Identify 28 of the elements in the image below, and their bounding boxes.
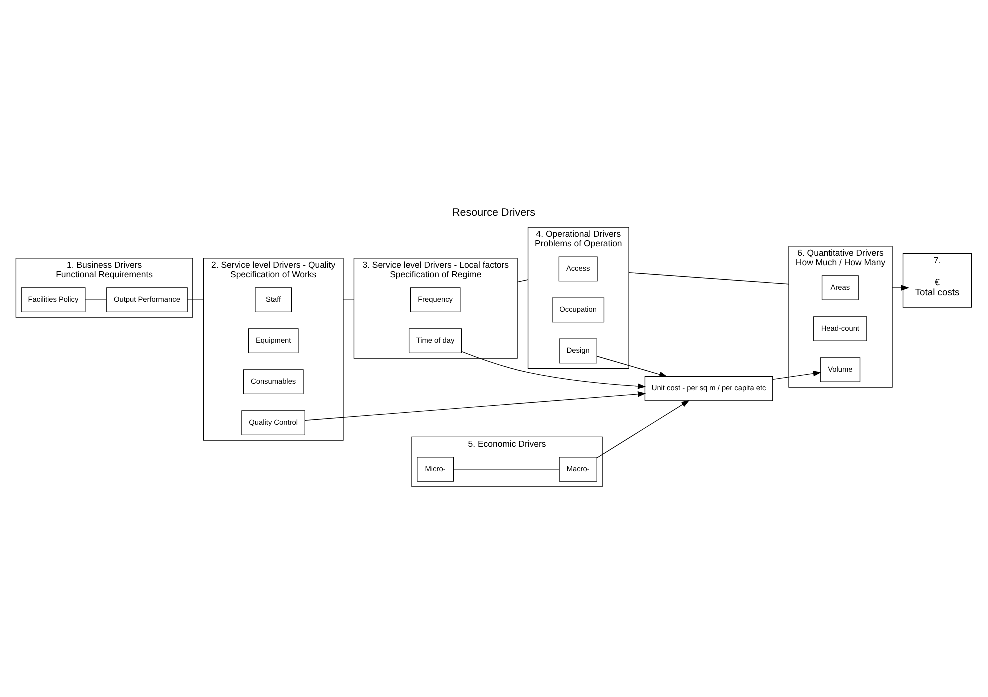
node-box: Access — [558, 256, 598, 282]
node-box: Time of day — [409, 328, 462, 354]
node-box: Facilities Policy — [21, 288, 86, 313]
node-box: Consumables — [243, 370, 304, 395]
node-box: Macro- — [559, 457, 598, 482]
node-box: Volume — [820, 358, 861, 382]
node-box: Output Performance — [106, 288, 188, 313]
node-box: Frequency — [410, 288, 461, 313]
arrow — [304, 392, 646, 421]
node-box: Occupation — [552, 298, 605, 323]
arrow — [462, 351, 646, 390]
connector — [454, 469, 560, 470]
node-box: Head-count — [814, 316, 868, 342]
arrow — [596, 400, 690, 458]
node-box: Quality Control — [242, 410, 306, 436]
node-box: Areas — [822, 276, 859, 300]
connector — [628, 272, 790, 285]
node-box: Design — [559, 338, 598, 364]
node-text: € Total costs — [915, 276, 960, 298]
arrow — [772, 371, 822, 380]
arrow — [892, 285, 910, 291]
connector — [517, 280, 529, 283]
diagram-title: Resource Drivers — [452, 206, 536, 219]
node-box: Equipment — [248, 328, 299, 354]
node-box: Staff — [255, 288, 292, 313]
arrow — [596, 356, 668, 378]
node-box: Micro- — [417, 457, 454, 482]
node-box: Unit cost - per sq m / per capita etc — [644, 376, 774, 402]
